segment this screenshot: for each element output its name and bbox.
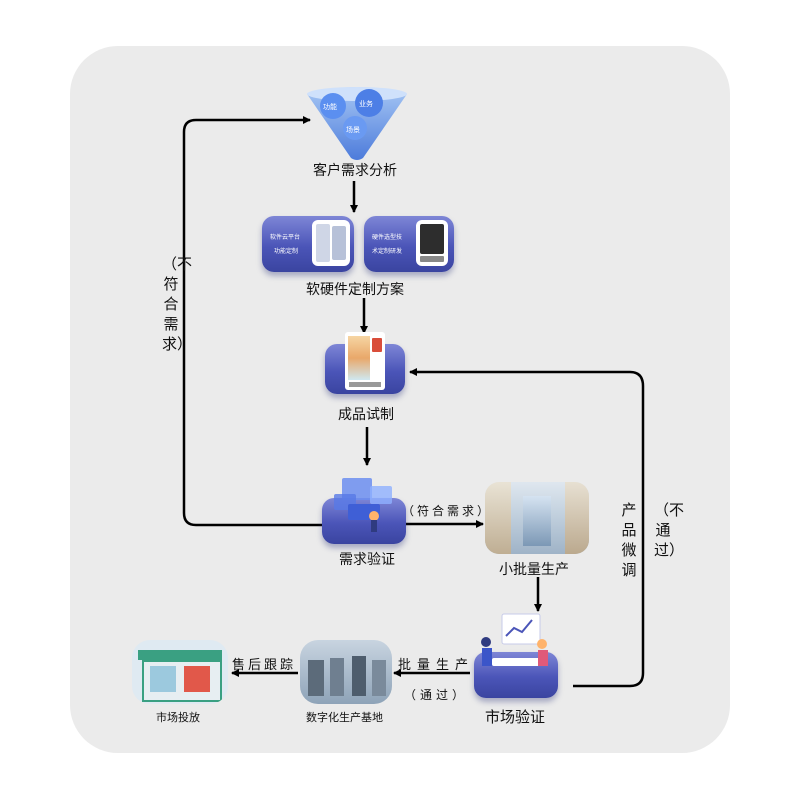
node-label-small-batch: 小批量生产 xyxy=(499,562,569,578)
edge-label-fine-tune: 产品微调 xyxy=(621,501,637,579)
edge-label-after-sales: 售后跟踪 xyxy=(232,658,297,673)
node-label-requirement-verify: 需求验证 xyxy=(339,552,395,568)
kiosk-photo xyxy=(132,640,228,704)
edge-label-mass-production: 批量生产 xyxy=(398,658,475,673)
circle-label: 业务 xyxy=(359,100,373,108)
edge-label-meets: （符合需求） xyxy=(402,504,493,518)
card-text: 软件云平台 xyxy=(270,234,301,241)
factory-corridor-photo xyxy=(485,482,589,554)
dashboard-illustration-icon xyxy=(334,478,392,532)
edge-label-not-meet: （不符合需求） xyxy=(162,255,193,353)
loop-not-meet-line xyxy=(182,116,322,527)
phone-screens-image xyxy=(312,220,350,266)
factory-line-photo xyxy=(300,640,392,704)
card-text: 术定制研发 xyxy=(372,248,403,255)
loop-not-pass-line xyxy=(409,368,645,688)
funnel-icon xyxy=(307,87,407,160)
vending-machine-image xyxy=(416,220,448,266)
meeting-illustration-icon xyxy=(481,613,548,666)
hardware-research-card: 硬件选型技 术定制研发 xyxy=(364,216,454,272)
prototype-badge xyxy=(325,332,405,394)
card-text: 硬件选型技 xyxy=(372,234,403,241)
node-label-digital-base: 数字化生产基地 xyxy=(306,711,383,724)
node-label-prototype: 成品试制 xyxy=(338,407,394,423)
requirement-verify-badge xyxy=(322,478,406,544)
edge-label-pass: （通过） xyxy=(404,688,469,702)
node-label-custom-solution: 软硬件定制方案 xyxy=(306,282,404,298)
circle-label: 场景 xyxy=(346,126,360,134)
card-text: 功能定制 xyxy=(274,248,299,255)
diagram-panel xyxy=(70,46,730,753)
software-platform-card: 软件云平台 功能定制 xyxy=(262,216,354,272)
circle-label: 功能 xyxy=(323,103,337,111)
edge-label-not-pass: （不通过） xyxy=(654,501,685,559)
node-label-customer-analysis: 客户需求分析 xyxy=(313,163,397,179)
node-label-market-launch: 市场投放 xyxy=(156,711,200,724)
market-verify-badge xyxy=(474,613,558,698)
node-label-market-verify: 市场验证 xyxy=(485,708,546,726)
vending-machine-image xyxy=(345,332,385,390)
